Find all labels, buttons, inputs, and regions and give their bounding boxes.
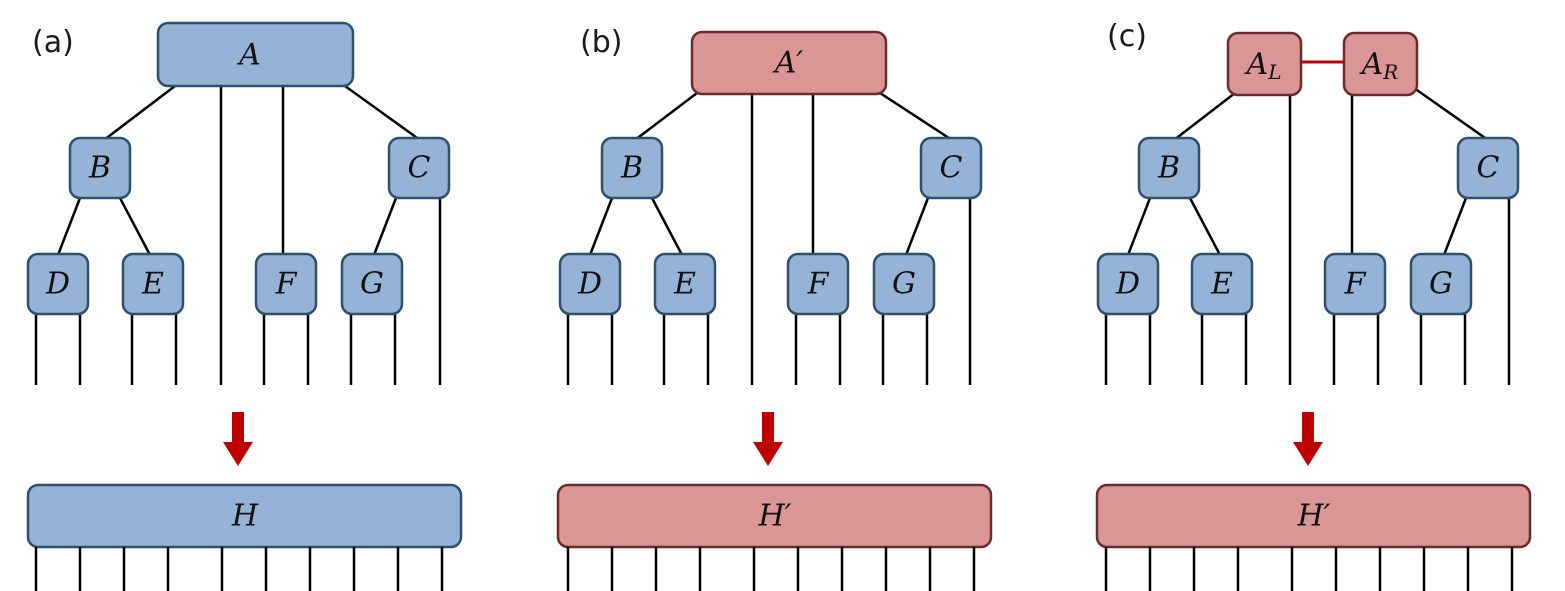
edge-c-g [372,197,398,256]
svg-text:G: G [1429,267,1453,302]
node-c-b: B [1137,136,1201,200]
svg-text:H′: H′ [758,499,792,534]
svg-text:G: G [892,267,916,302]
svg-text:C: C [1477,151,1500,186]
down-arrow-icon [1293,412,1323,466]
physical-legs-b [566,312,929,385]
physical-legs-c [1104,312,1467,385]
panel-a-label: (a) [32,25,74,60]
panel-c-label: (c) [1107,19,1147,54]
node-c-top-left: AL [1226,31,1303,97]
node-c-d: D [1096,252,1160,316]
svg-text:B: B [88,151,111,186]
node-a-c: C [387,136,451,200]
svg-text:D: D [1115,267,1140,302]
svg-text:C: C [940,151,963,186]
node-c-c: C [1456,136,1520,200]
svg-text:D: D [45,267,70,302]
svg-text:E: E [1210,267,1233,302]
node-a-bottom: H [26,483,463,549]
svg-text:E: E [141,267,164,302]
panel-b-label: (b) [580,25,622,60]
node-b-c: C [919,136,983,200]
down-arrow-icon [753,412,783,466]
svg-text:C: C [408,151,431,186]
edge-a-c [344,84,421,142]
svg-text:B: B [620,151,643,186]
svg-text:F: F [807,267,830,302]
node-c-top-right: AR [1342,31,1419,97]
down-arrow-icon [223,412,253,466]
node-b-b: B [600,136,664,200]
node-c-bottom: H′ [1095,483,1532,549]
svg-text:A′: A′ [772,46,804,81]
svg-text:AL: AL [1244,47,1282,85]
svg-text:H′: H′ [1297,499,1331,534]
bottom-legs-a [34,547,444,591]
node-c-e: E [1190,252,1254,316]
svg-text:F: F [1344,267,1367,302]
svg-text:G: G [360,267,384,302]
svg-text:E: E [673,267,696,302]
node-c-f: F [1323,252,1387,316]
panel-b: (b) A′ B C [556,25,993,591]
svg-text:AR: AR [1359,47,1399,85]
svg-text:F: F [275,267,298,302]
edge-b-d [56,197,82,256]
svg-text:H: H [231,499,259,534]
edge-b-e [118,197,152,256]
panel-c: (c) AL AR B [1095,19,1532,591]
node-a-e: E [121,252,185,316]
physical-legs-a [34,312,397,385]
svg-text:A: A [236,38,261,73]
svg-text:D: D [577,267,602,302]
panel-a: (a) A B C [26,21,463,591]
node-b-d: D [558,252,622,316]
node-a-f: F [254,252,318,316]
edge-a-b [103,85,176,141]
node-b-g: G [872,252,936,316]
node-b-bottom: H′ [556,483,993,549]
node-b-top: A′ [690,30,888,96]
node-a-g: G [340,252,404,316]
node-a-d: D [26,252,90,316]
node-b-e: E [653,252,717,316]
bottom-legs-b [566,547,976,591]
svg-text:B: B [1157,151,1180,186]
node-b-f: F [786,252,850,316]
node-c-g: G [1409,252,1473,316]
bottom-legs-c [1104,547,1514,591]
node-a-b: B [68,136,132,200]
node-a-top: A [156,21,355,88]
